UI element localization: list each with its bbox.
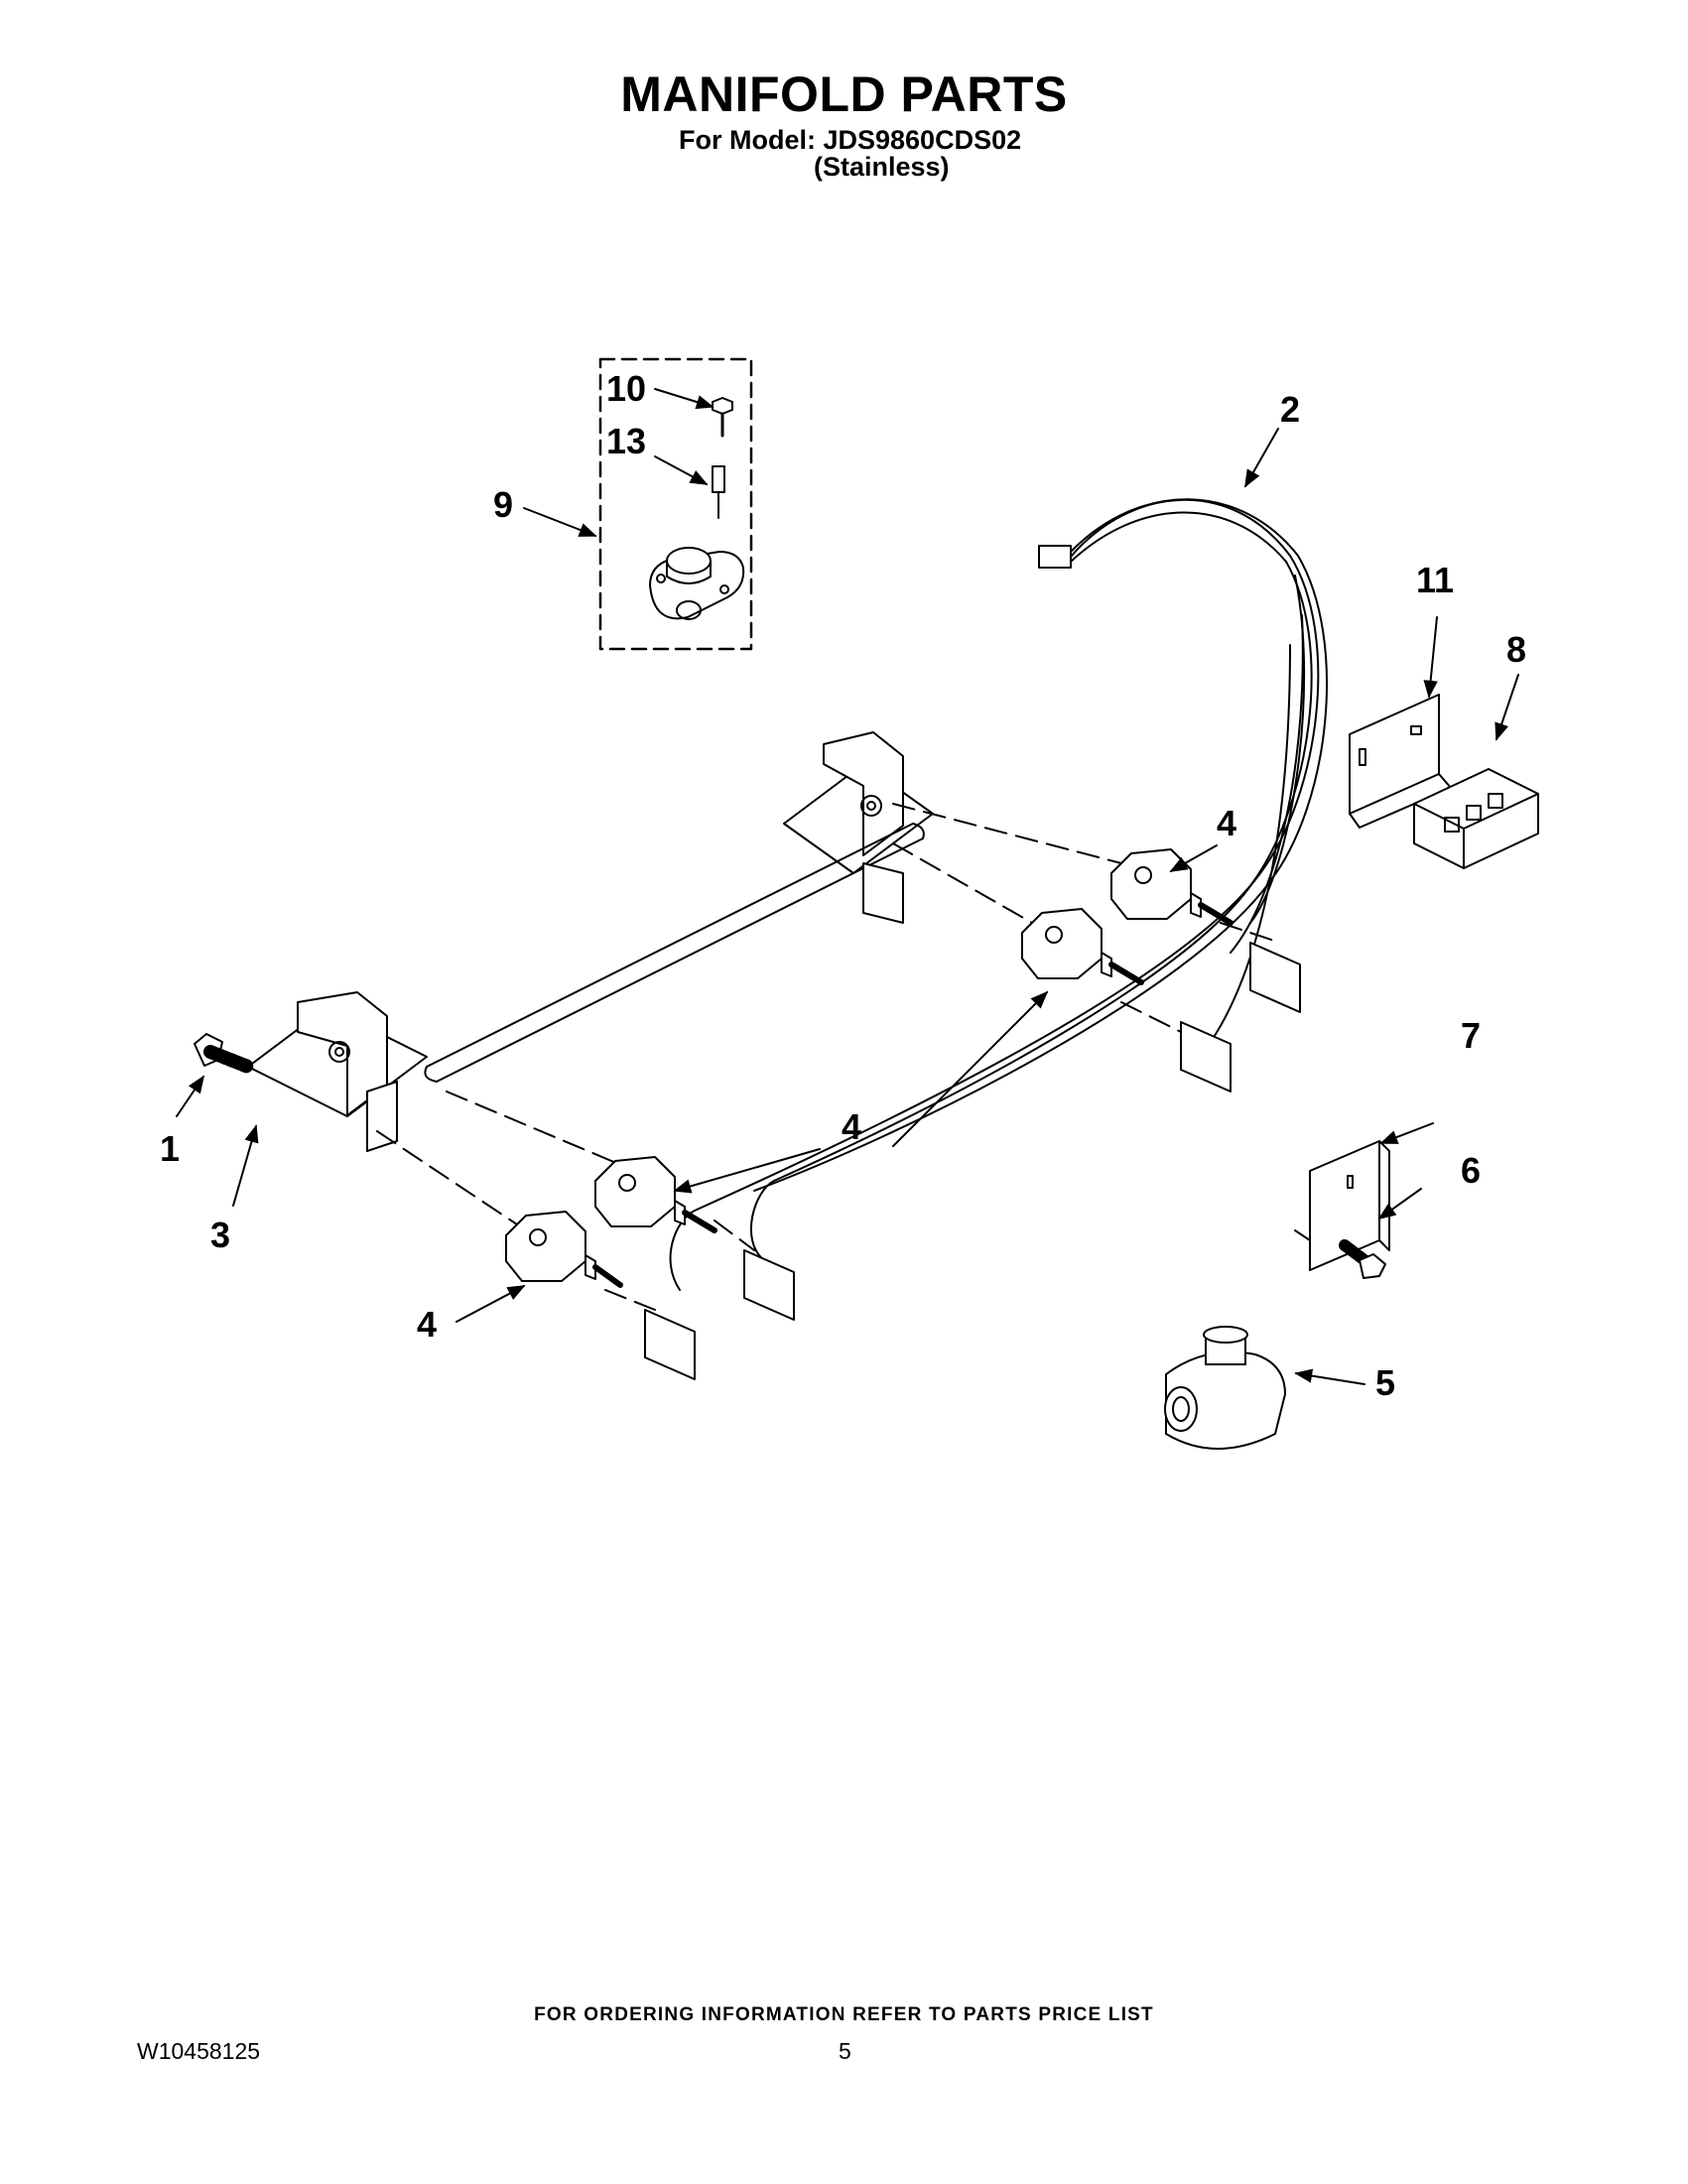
assembly-centerlines xyxy=(376,803,1281,1311)
valve-part-4 xyxy=(594,1156,717,1233)
regulator-part-5 xyxy=(1164,1326,1286,1450)
callout-10: 10 xyxy=(606,368,647,409)
callout-3: 3 xyxy=(210,1215,231,1255)
valve-part-4 xyxy=(505,1211,623,1288)
callout-4-lower: 4 xyxy=(417,1304,438,1345)
model-number: For Model: JDS9860CDS02 xyxy=(679,125,1022,155)
callout-2: 2 xyxy=(1280,389,1301,430)
screw-part-1 xyxy=(194,1033,255,1074)
valve-part-4 xyxy=(1021,908,1144,985)
callout-7: 7 xyxy=(1461,1015,1482,1056)
callout-11: 11 xyxy=(1416,560,1455,600)
electrode-part-13 xyxy=(712,465,725,519)
manifold-part-3 xyxy=(247,731,934,1152)
page-number: 5 xyxy=(839,2038,851,2064)
document-number: W10458125 xyxy=(137,2038,261,2064)
bracket-part-7 xyxy=(1294,1140,1390,1271)
screw-part-10 xyxy=(712,397,733,438)
callout-leaders xyxy=(176,388,1519,1385)
callout-13: 13 xyxy=(606,421,647,461)
wire-harness-part-2 xyxy=(644,498,1329,1380)
burner-base-part-9 xyxy=(649,547,745,620)
callout-9: 9 xyxy=(493,484,514,525)
valve-part-4 xyxy=(1110,848,1234,926)
spark-module-part-8 xyxy=(1413,768,1539,869)
callout-4-middle: 4 xyxy=(842,1106,862,1147)
kit-group-box xyxy=(598,357,753,651)
ordering-note: FOR ORDERING INFORMATION REFER TO PARTS … xyxy=(534,2004,1154,2025)
page-title: MANIFOLD PARTS xyxy=(620,66,1068,122)
bracket-part-11 xyxy=(1349,694,1452,829)
callout-4-upper: 4 xyxy=(1217,803,1237,843)
callout-5: 5 xyxy=(1375,1362,1396,1403)
callout-1: 1 xyxy=(160,1128,181,1169)
callout-8: 8 xyxy=(1506,629,1527,670)
screw-part-6 xyxy=(1339,1239,1386,1279)
callout-6: 6 xyxy=(1461,1150,1482,1191)
model-finish: (Stainless) xyxy=(814,152,950,182)
